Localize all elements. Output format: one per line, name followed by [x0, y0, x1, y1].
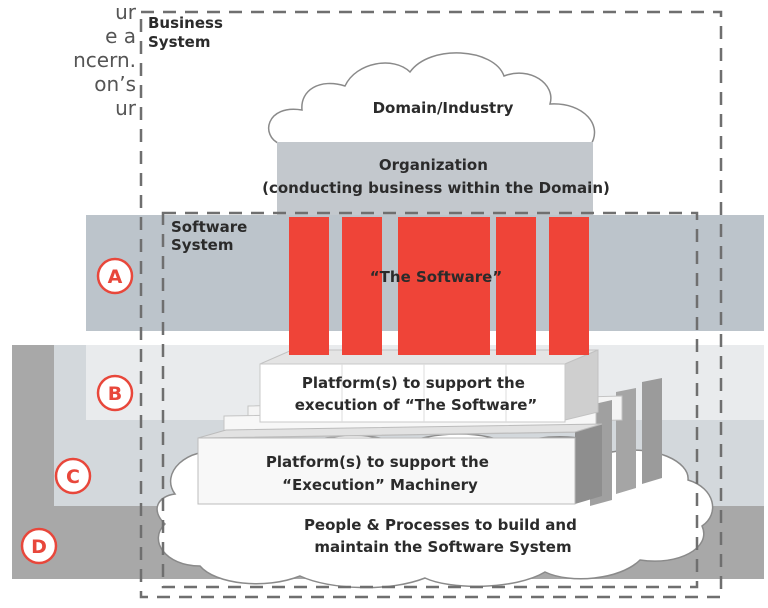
people-processes-label: People & Processes to build and maintain…	[304, 516, 582, 556]
business-system-label: Business System	[148, 14, 228, 51]
layer-c-badge: C	[54, 457, 92, 495]
software-label: “The Software”	[370, 268, 502, 286]
domain-cloud	[267, 52, 596, 157]
software-pillar	[549, 217, 589, 355]
software-system-label: Software System	[171, 218, 253, 254]
business-system-boundary	[139, 10, 723, 599]
organization-label: Organization (conducting business within…	[262, 156, 610, 197]
intro-line-4: on’s	[94, 72, 136, 96]
platform-machinery-label: Platform(s) to support the “Execution” M…	[266, 453, 494, 494]
svg-text:B: B	[108, 383, 122, 405]
software-pillar	[289, 217, 329, 355]
software-system-boundary	[161, 211, 699, 589]
intro-line-5: ur	[115, 96, 136, 120]
software-pillar	[342, 217, 382, 355]
organization-box	[277, 142, 593, 215]
layer-b-badge: B	[96, 374, 134, 412]
layer-c-band-left	[54, 345, 86, 420]
software-pillar	[398, 217, 490, 355]
intro-line-2: e a	[105, 24, 136, 48]
intro-line-3: ncern.	[73, 48, 136, 72]
layer-d-badge: D	[20, 527, 58, 565]
svg-text:D: D	[31, 536, 47, 558]
intro-text-fragment: ur e a ncern. on’s ur	[0, 0, 136, 120]
svg-text:C: C	[66, 466, 80, 488]
svg-text:A: A	[108, 266, 123, 288]
platform-software-label: Platform(s) to support the execution of …	[295, 374, 538, 414]
domain-label: Domain/Industry	[373, 99, 514, 117]
intro-line-1: ur	[115, 0, 136, 24]
layer-c-band	[12, 345, 54, 506]
layer-a-badge: A	[96, 257, 134, 295]
software-pillars	[289, 217, 589, 355]
software-pillar	[496, 217, 536, 355]
